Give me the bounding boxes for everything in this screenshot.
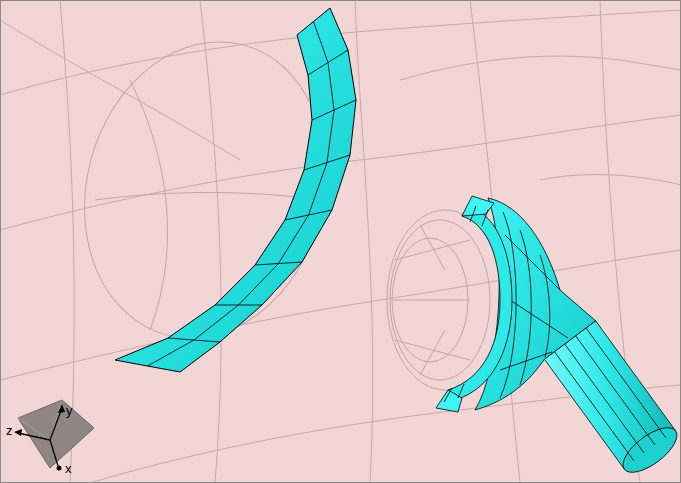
axis-label: x [65,462,72,475]
flashlight [436,196,681,480]
axis-label: y [66,404,73,417]
axis-triad [14,400,94,471]
lens-shell [115,8,356,372]
axis-label: z [6,424,13,437]
